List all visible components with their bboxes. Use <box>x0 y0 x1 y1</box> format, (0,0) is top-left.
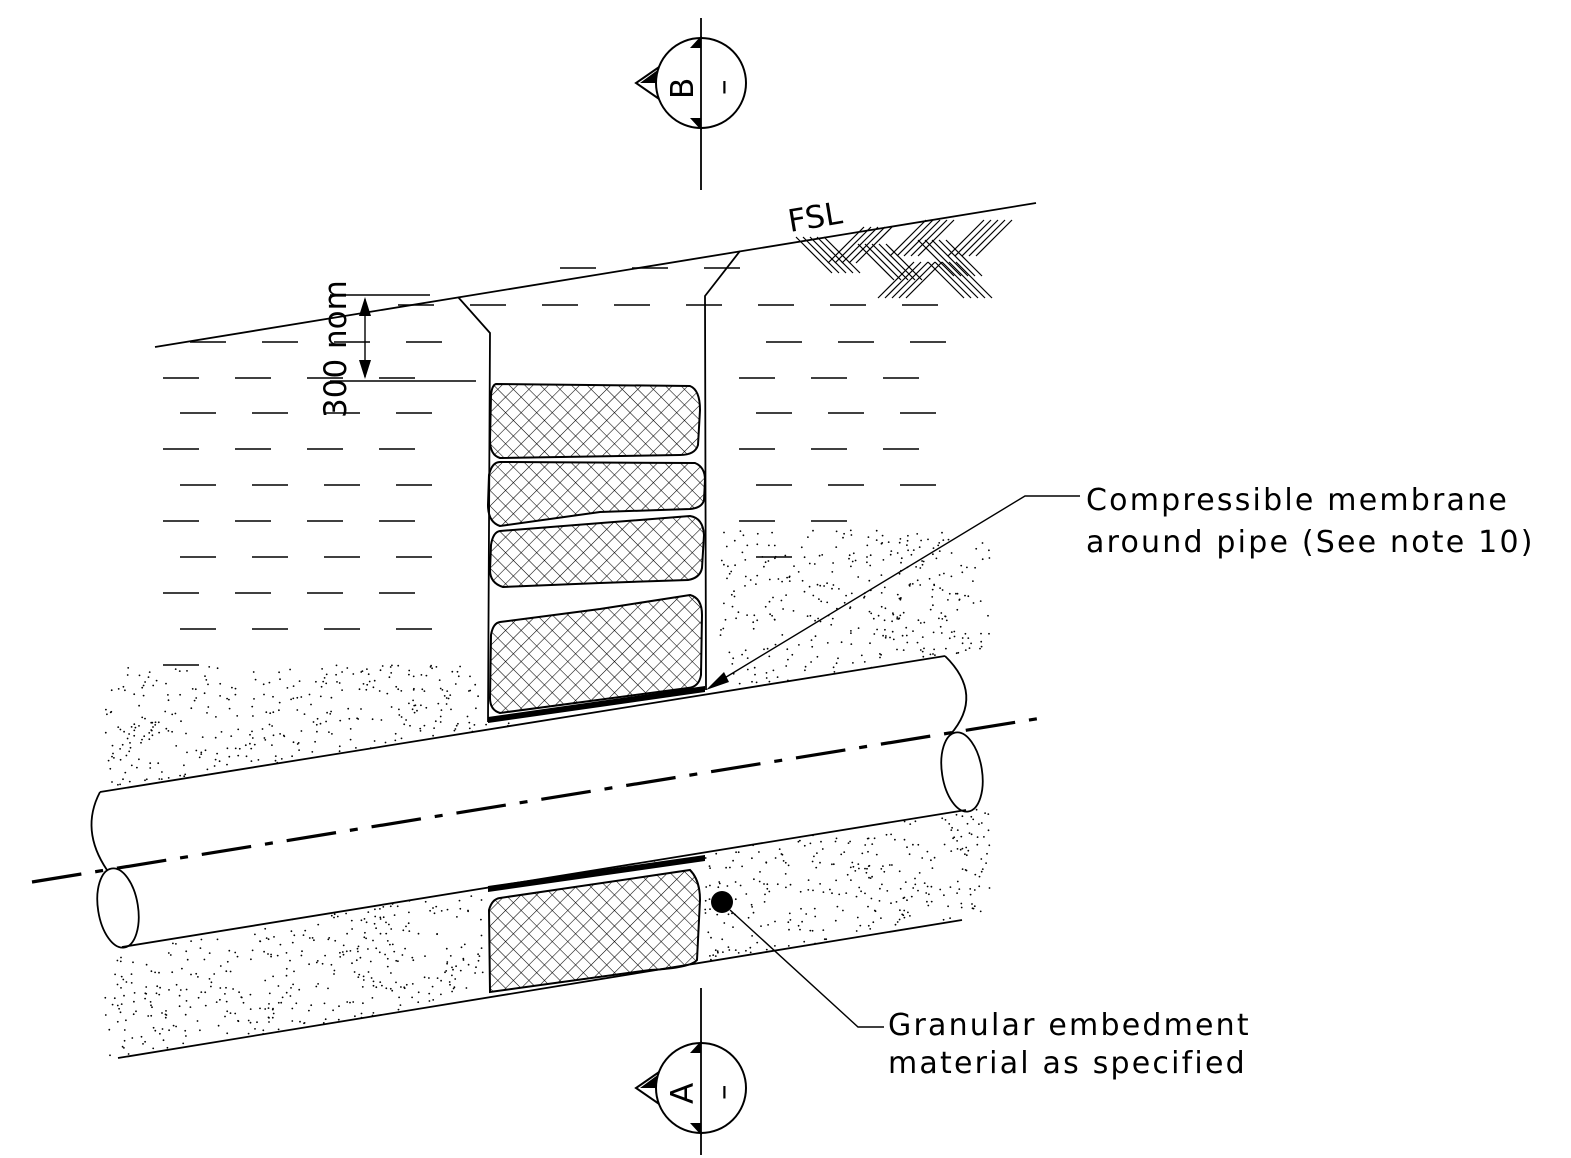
section-letter-b: B <box>665 78 701 99</box>
granular-note-line2: material as specified <box>888 1046 1247 1081</box>
compressible-membranes <box>488 686 705 892</box>
finished-surface-line <box>154 202 1037 348</box>
sandbag-2 <box>486 460 707 528</box>
granular-leader <box>711 891 884 1028</box>
dimension-300-nom: 300 nom <box>318 280 476 418</box>
section-sheet-b: – <box>705 80 741 96</box>
section-letter-a: A <box>665 1083 701 1104</box>
section-marker-b: B – <box>634 18 747 190</box>
dimension-label: 300 nom <box>318 280 354 418</box>
sandbag-1 <box>488 382 702 460</box>
trench-stop-sandbags <box>486 382 707 994</box>
backfill-dashes <box>163 267 946 666</box>
embedment-base-line <box>117 919 963 1059</box>
granular-note-line1: Granular embedment <box>888 1008 1251 1043</box>
fsl-label: FSL <box>785 195 845 240</box>
section-marker-a: A – <box>634 988 747 1155</box>
sandbag-below-pipe <box>487 868 702 994</box>
trench-walls <box>457 250 741 723</box>
membrane-leader <box>706 495 1080 690</box>
section-sheet-a: – <box>705 1085 741 1101</box>
natural-ground-hatch <box>795 219 1013 299</box>
sandbag-3 <box>488 514 706 589</box>
pipe <box>90 655 984 949</box>
membrane-note-line1: Compressible membrane <box>1086 483 1509 518</box>
sandbag-4 <box>488 593 704 715</box>
dot-icon <box>711 891 733 913</box>
membrane-note-line2: around pipe (See note 10) <box>1086 525 1535 560</box>
pipe-centreline <box>31 715 1049 884</box>
